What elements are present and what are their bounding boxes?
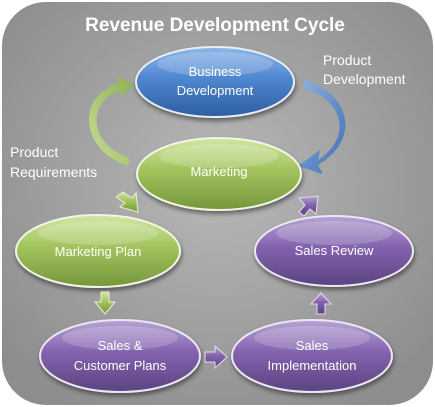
node-marketing-label: Marketing xyxy=(190,164,247,179)
label-product-development-line2: Development xyxy=(323,71,406,87)
node-marketing: Marketing xyxy=(136,137,302,211)
node-sales-implementation-line2: Implementation xyxy=(268,358,357,373)
arrow-sales-implementation-to-sales-review xyxy=(309,292,333,315)
node-marketing-plan-label: Marketing Plan xyxy=(55,244,142,259)
label-product-development-line1: Product xyxy=(323,52,371,68)
node-sales-customer-plans-line1: Sales & xyxy=(98,338,143,353)
node-sales-customer-plans: Sales & Customer Plans xyxy=(39,319,201,393)
node-business-development: Business Development xyxy=(135,46,295,118)
arrow-bizdev-to-marketing xyxy=(298,80,346,174)
arrow-sales-review-to-marketing xyxy=(298,195,319,217)
node-sales-review: Sales Review xyxy=(254,215,414,287)
arrow-marketing-to-marketing-plan xyxy=(115,191,139,213)
node-sales-customer-plans-line2: Customer Plans xyxy=(74,358,167,373)
arrow-marketing-plan-to-sales-customer-plans xyxy=(93,291,117,315)
node-business-development-line2: Development xyxy=(177,83,254,98)
label-product-requirements-line2: Requirements xyxy=(10,164,97,180)
diagram-title: Revenue Development Cycle xyxy=(85,15,345,36)
label-product-requirements-line1: Product xyxy=(10,144,58,160)
node-sales-review-label: Sales Review xyxy=(295,243,374,258)
node-marketing-plan: Marketing Plan xyxy=(15,214,181,288)
node-business-development-line1: Business xyxy=(189,64,242,79)
arrow-marketing-to-bizdev xyxy=(89,76,134,166)
arrow-sales-customer-plans-to-sales-implementation xyxy=(204,344,228,370)
node-sales-implementation: Sales Implementation xyxy=(231,319,393,393)
node-sales-implementation-line1: Sales xyxy=(296,338,329,353)
